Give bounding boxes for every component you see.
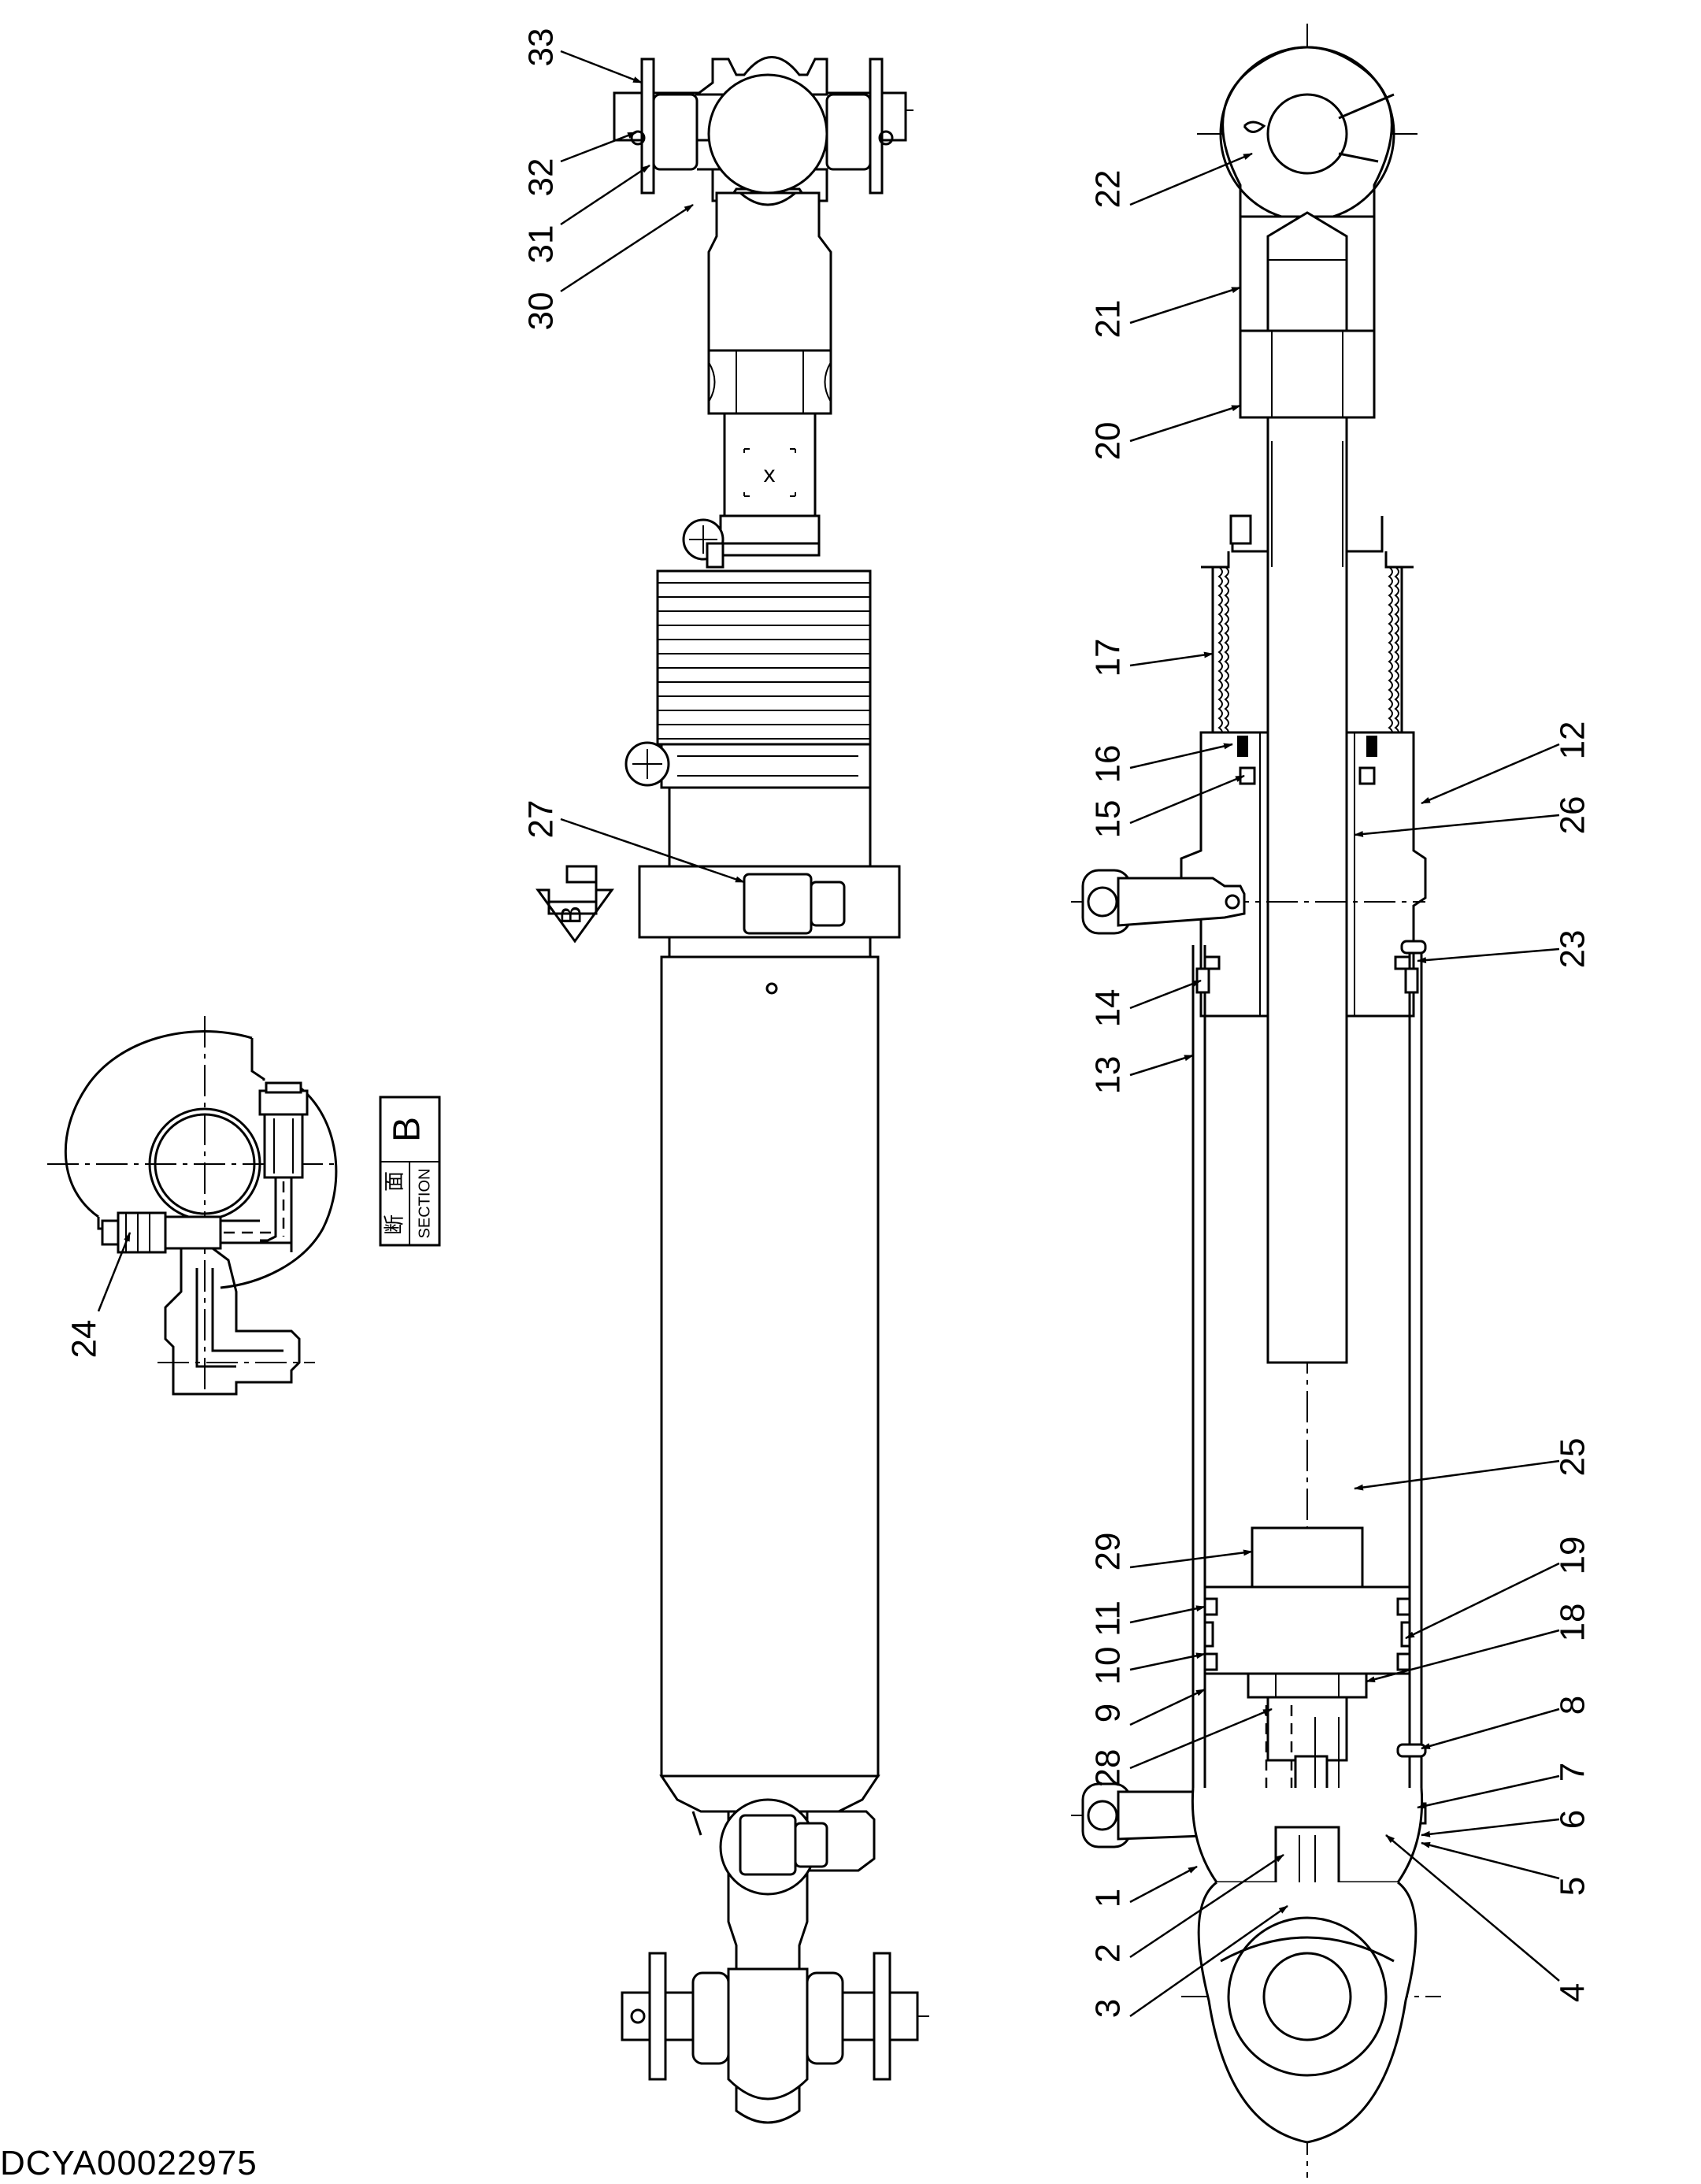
- part-number-29: 29: [1089, 1533, 1128, 1571]
- leader-p8: [1421, 1708, 1560, 1750]
- leader-p33: [560, 50, 643, 84]
- leader-p1: [1129, 1865, 1198, 1904]
- part-number-7: 7: [1554, 1763, 1592, 1782]
- leader-p32: [560, 131, 637, 163]
- leader-p27: [560, 818, 745, 884]
- leader-p7: [1417, 1774, 1560, 1809]
- part-number-15: 15: [1089, 800, 1128, 839]
- view-b-arrow: B: [536, 865, 614, 944]
- part-number-26: 26: [1554, 796, 1592, 835]
- leader-p23: [1417, 947, 1560, 964]
- leader-p6: [1421, 1818, 1560, 1837]
- leader-p11: [1129, 1605, 1206, 1624]
- leader-p16: [1129, 743, 1233, 769]
- part-number-27: 27: [522, 800, 561, 839]
- leader-p3: [1129, 1904, 1288, 2018]
- section-letter: B: [387, 1117, 428, 1142]
- x-marker: x: [764, 462, 776, 488]
- part-number-32: 32: [522, 158, 561, 197]
- part-number-16: 16: [1089, 745, 1128, 784]
- view-b-letter: B: [555, 906, 587, 925]
- part-number-22: 22: [1089, 170, 1128, 209]
- section-en: SECTION: [416, 1169, 433, 1239]
- part-number-4: 4: [1554, 1983, 1592, 2002]
- part-number-20: 20: [1089, 422, 1128, 461]
- external-view: x: [613, 56, 929, 2124]
- part-number-23: 23: [1554, 930, 1592, 969]
- leader-p10: [1129, 1652, 1206, 1671]
- boot-wave: [1388, 566, 1393, 738]
- leader-p22: [1129, 152, 1253, 206]
- leader-p25: [1354, 1459, 1560, 1491]
- part-number-9: 9: [1089, 1704, 1128, 1722]
- part-number-11: 11: [1089, 1600, 1128, 1637]
- part-number-17: 17: [1089, 639, 1128, 677]
- part-number-18: 18: [1554, 1604, 1592, 1642]
- leader-p26: [1354, 814, 1560, 837]
- part-number-24: 24: [65, 1320, 104, 1359]
- part-number-13: 13: [1089, 1056, 1128, 1095]
- part-number-3: 3: [1089, 1999, 1128, 2018]
- part-number-30: 30: [522, 292, 561, 331]
- part-number-2: 2: [1089, 1944, 1128, 1963]
- part-number-33: 33: [522, 28, 561, 67]
- section-jp-1: 断: [384, 1214, 407, 1235]
- leader-p30: [560, 203, 694, 293]
- boot-wave: [1217, 566, 1223, 738]
- part-number-1: 1: [1089, 1889, 1128, 1908]
- boot-wave: [1224, 566, 1229, 738]
- leader-p28: [1129, 1708, 1273, 1770]
- leader-p2: [1129, 1853, 1284, 1959]
- leader-p19: [1405, 1562, 1560, 1640]
- leader-p14: [1129, 979, 1202, 1010]
- part-number-6: 6: [1554, 1810, 1592, 1829]
- leader-p9: [1129, 1688, 1206, 1726]
- section-b-label: B 断 面 SECTION: [379, 1096, 441, 1247]
- leader-p17: [1129, 651, 1214, 667]
- part-number-25: 25: [1554, 1438, 1592, 1477]
- drawing-id: DCYA00022975: [0, 2144, 258, 2182]
- leader-p15: [1129, 774, 1245, 825]
- leader-p31: [560, 164, 650, 226]
- leader-p20: [1129, 404, 1241, 443]
- part-number-10: 10: [1089, 1647, 1128, 1685]
- part-number-21: 21: [1089, 300, 1128, 339]
- leader-p18: [1366, 1629, 1560, 1683]
- section-jp-2: 面: [384, 1171, 407, 1192]
- leader-p5: [1421, 1841, 1560, 1880]
- leader-p4: [1385, 1834, 1560, 1982]
- part-number-19: 19: [1554, 1537, 1592, 1575]
- callout-leaders: [97, 50, 1560, 2018]
- part-number-28: 28: [1089, 1749, 1128, 1788]
- boot-wave: [1394, 566, 1399, 738]
- part-number-8: 8: [1554, 1696, 1592, 1715]
- leader-p21: [1129, 286, 1241, 324]
- part-number-12: 12: [1554, 721, 1592, 760]
- leader-p13: [1129, 1054, 1194, 1077]
- part-number-31: 31: [522, 225, 561, 264]
- leader-p24: [97, 1232, 132, 1312]
- sectional-view: [1071, 24, 1441, 2178]
- callout-labels: 3332313027242221201716151413291110928123…: [65, 28, 1592, 2019]
- leader-p29: [1129, 1549, 1253, 1569]
- section-b-view: [47, 1016, 339, 1396]
- part-number-5: 5: [1554, 1877, 1592, 1896]
- part-number-14: 14: [1089, 989, 1128, 1028]
- leader-p12: [1421, 743, 1560, 805]
